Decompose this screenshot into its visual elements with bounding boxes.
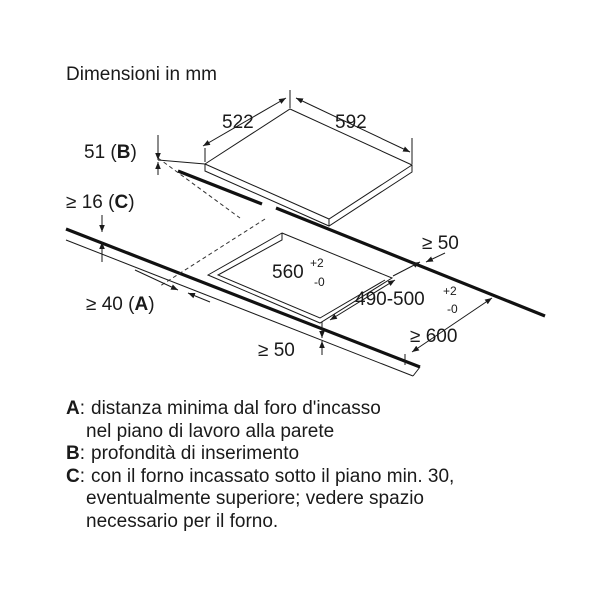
dim-wall-distance: ≥ 40 (A)	[86, 294, 155, 315]
legend-row: necessario per il forno.	[66, 511, 586, 534]
worktop-back-edge	[177, 169, 263, 206]
legend-key: C	[66, 465, 80, 487]
legend-separator: :	[79, 443, 86, 464]
dim-front-min: ≥ 50	[258, 340, 295, 361]
diagram-title: Dimensioni in mm	[66, 64, 217, 85]
dim-hob-depth: 522	[222, 112, 254, 133]
dim-cutout-depth: 490-500	[355, 289, 425, 310]
worktop-right-edge	[275, 206, 546, 318]
svg-text:-0: -0	[314, 275, 325, 289]
svg-text:+2: +2	[310, 256, 324, 270]
legend-text: con il forno incassato sotto il piano mi…	[91, 465, 455, 487]
dim-side-min: ≥ 50	[422, 233, 459, 254]
dim-min-below: ≥ 16 (C)	[66, 192, 135, 213]
legend-row: B:profondità di inserimento	[66, 443, 586, 466]
legend-row: nel piano di lavoro alla parete	[66, 421, 586, 444]
legend-text: distanza minima dal foro d'incasso	[91, 398, 381, 419]
legend-row: A:distanza minima dal foro d'incasso	[66, 398, 586, 421]
dim-cutout-width: 560	[272, 262, 304, 283]
dim-hob-width: 592	[335, 112, 367, 133]
legend-row: eventualmente superiore; vedere spazio	[66, 488, 586, 511]
legend-text: necessario per il forno.	[86, 510, 279, 532]
legend-text: eventualmente superiore; vedere spazio	[86, 488, 424, 509]
legend-separator: :	[79, 398, 86, 419]
legend-text: profondità di inserimento	[91, 443, 300, 464]
svg-text:+2: +2	[443, 284, 457, 298]
legend-key: A	[66, 398, 80, 419]
svg-text:-0: -0	[447, 302, 458, 316]
legend-separator: :	[79, 465, 86, 487]
dim-insertion-depth: 51 (B)	[84, 142, 137, 163]
dim-line-592	[295, 97, 411, 153]
worktop-front-lower	[65, 239, 414, 377]
worktop-front-edge	[65, 227, 421, 369]
dim-line-522	[202, 97, 287, 147]
legend-key: B	[66, 443, 80, 464]
legend-text: nel piano di lavoro alla parete	[86, 420, 335, 442]
dim-worktop-depth: ≥ 600	[410, 326, 457, 347]
legend-row: C:con il forno incassato sotto il piano …	[66, 466, 586, 489]
insertion-dashed-line	[159, 218, 266, 287]
